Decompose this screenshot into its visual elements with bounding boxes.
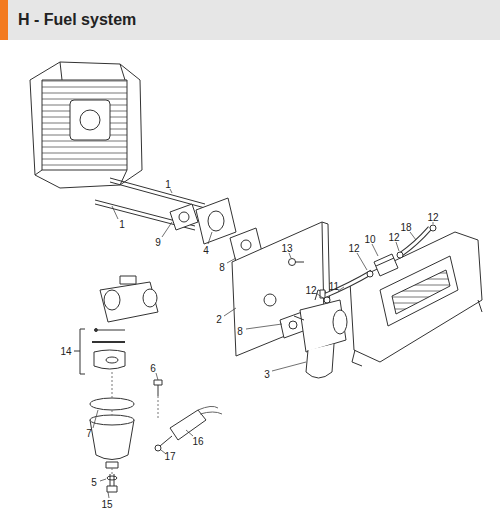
engine-block: [30, 62, 142, 188]
leader-lines: [93, 189, 433, 498]
callout-number: 13: [281, 243, 292, 254]
solenoid: [160, 406, 222, 446]
bolt: [107, 474, 117, 492]
callout-number: 11: [329, 281, 339, 292]
float-kit: [92, 329, 125, 370]
fuel-filter: [374, 254, 398, 276]
studs: [95, 178, 205, 230]
screw: [289, 259, 305, 266]
callout-number: 4: [203, 245, 209, 256]
insulator: [196, 198, 236, 244]
carburetor: [294, 290, 347, 378]
o-ring: [90, 398, 134, 410]
callout-number: 8: [237, 326, 243, 337]
washer: [107, 476, 117, 480]
callout-number: 17: [164, 451, 175, 462]
callout-number: 12: [305, 285, 316, 296]
carburetor-view: [100, 276, 158, 322]
callout-number: 14: [60, 346, 71, 357]
air-filter-base: [350, 232, 482, 366]
callout-number: 1: [119, 219, 125, 230]
callout-number: 1: [165, 179, 171, 190]
callout-number: 12: [348, 243, 359, 254]
callout-number: 9: [155, 237, 161, 248]
callout-number: 8: [219, 262, 225, 273]
page-title: H - Fuel system: [18, 11, 136, 29]
washer: [155, 445, 161, 451]
callout-number: 15: [101, 499, 112, 510]
callout-number: 5: [91, 477, 97, 488]
callout-number: 12: [388, 232, 399, 243]
callout-number: 7: [86, 428, 92, 439]
callout-number: 10: [364, 234, 375, 245]
callout-number: 12: [427, 212, 438, 223]
screw: [154, 380, 162, 396]
callout-number: 16: [192, 436, 203, 447]
callout-number: 2: [216, 314, 222, 325]
callout-number: 18: [400, 222, 411, 233]
fuel-hose: [320, 272, 372, 298]
header-band: [0, 0, 500, 40]
float-bowl: [90, 415, 134, 468]
gasket: [170, 204, 198, 230]
callout-number: 3: [264, 369, 270, 380]
group-bracket: [74, 329, 85, 374]
callout-number: 6: [150, 363, 156, 374]
